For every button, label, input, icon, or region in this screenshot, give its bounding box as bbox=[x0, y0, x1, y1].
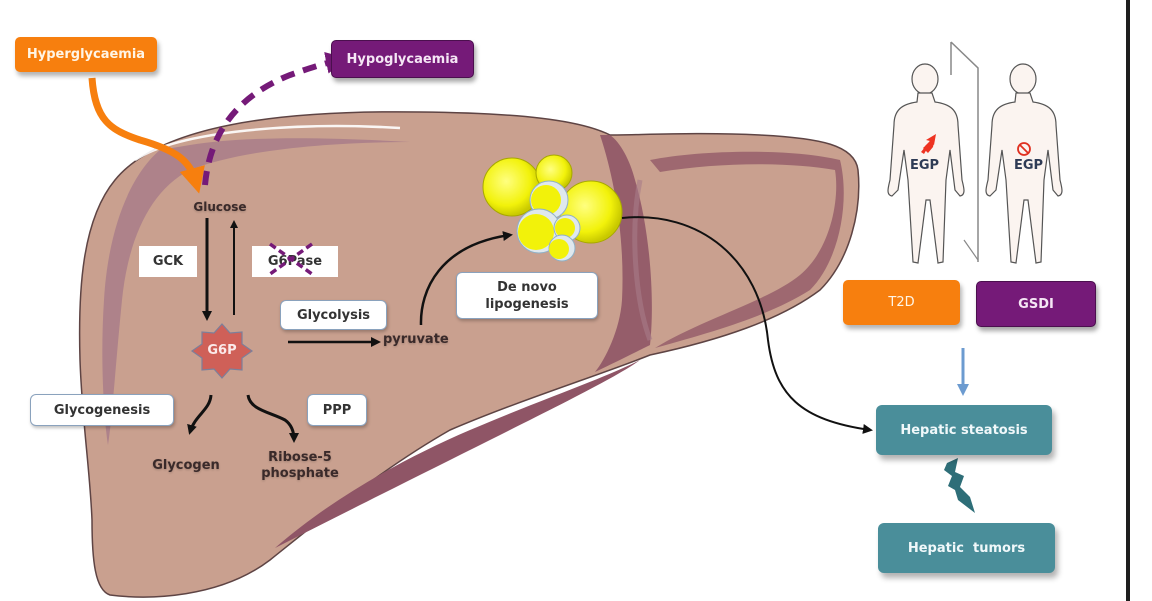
ppp-label: PPP bbox=[322, 402, 352, 418]
hypoglycaemia-box: Hypoglycaemia bbox=[331, 40, 474, 78]
hepatic-tumors-label: Hepatic tumors bbox=[907, 540, 1026, 556]
glycogen-label: Glycogen bbox=[152, 458, 220, 473]
liver-outline bbox=[78, 111, 860, 598]
de-novo-label: De novo bbox=[497, 279, 557, 295]
glycolysis-box: Glycolysis bbox=[280, 300, 387, 330]
ribose-line-1: Ribose-5 bbox=[268, 450, 332, 465]
lightning-icon bbox=[944, 458, 975, 513]
egp-label-t2d: EGP bbox=[910, 158, 940, 173]
t2d-label: T2D bbox=[888, 295, 915, 310]
patient-figure-t2d bbox=[887, 63, 965, 264]
hepatic-steatosis-label: Hepatic steatosis bbox=[900, 422, 1028, 438]
liver-shadow-bottom bbox=[275, 360, 640, 548]
gck-label: GCK bbox=[152, 254, 184, 269]
hyperglycaemia-box: Hyperglycaemia bbox=[15, 37, 157, 72]
ribose-5-phosphate-label: Ribose-5 phosphate bbox=[250, 450, 350, 482]
glycogenesis-box: Glycogenesis bbox=[30, 394, 174, 426]
glycolysis-label: Glycolysis bbox=[296, 307, 371, 323]
gsdi-label: GSDI bbox=[1018, 296, 1054, 312]
g6pase-blocked-cross-icon bbox=[268, 242, 314, 276]
g6p-node-shape bbox=[190, 323, 254, 379]
lipid-droplets bbox=[482, 154, 623, 262]
pyruvate-label: pyruvate bbox=[383, 332, 449, 347]
ribose-line-2: phosphate bbox=[261, 466, 339, 481]
gck-box: GCK bbox=[139, 246, 197, 277]
ppp-box: PPP bbox=[307, 394, 367, 426]
steatosis-arrow bbox=[621, 216, 873, 434]
egp-blocked-icon bbox=[1017, 142, 1031, 156]
glycogenesis-label: Glycogenesis bbox=[53, 402, 151, 418]
hypoglycaemia-label: Hypoglycaemia bbox=[346, 51, 459, 67]
frame-border bbox=[1126, 0, 1130, 601]
hyperglycaemia-label: Hyperglycaemia bbox=[26, 47, 146, 62]
g6p-node-label: G6P bbox=[207, 343, 237, 358]
hyperglycaemia-arrow bbox=[88, 77, 205, 194]
lipogenesis-label: lipogenesis bbox=[485, 296, 569, 312]
patient-figures bbox=[887, 41, 1063, 264]
patient-figure-gsdi bbox=[985, 63, 1063, 264]
liver-shadow-right bbox=[650, 151, 844, 348]
g6pase-box: G6Pase bbox=[252, 242, 338, 277]
liver-highlight bbox=[134, 124, 401, 162]
lipogenesis-arrow bbox=[419, 231, 513, 326]
mirror-divider bbox=[950, 41, 979, 262]
glycogen-arrow bbox=[187, 394, 213, 435]
de-novo-lipogenesis-box: De novo lipogenesis bbox=[456, 272, 598, 319]
gsdi-box: GSDI bbox=[976, 281, 1096, 327]
glucose-label: Glucose bbox=[193, 200, 247, 214]
hepatic-steatosis-box: Hepatic steatosis bbox=[876, 405, 1052, 455]
ribose-arrow bbox=[246, 394, 299, 443]
liver-shadow-right-inner bbox=[632, 179, 653, 341]
egp-label-gsdi: EGP bbox=[1014, 158, 1044, 173]
liver-illustration bbox=[78, 111, 860, 598]
t2d-box: T2D bbox=[843, 280, 960, 325]
hepatic-tumors-box: Hepatic tumors bbox=[878, 523, 1055, 573]
